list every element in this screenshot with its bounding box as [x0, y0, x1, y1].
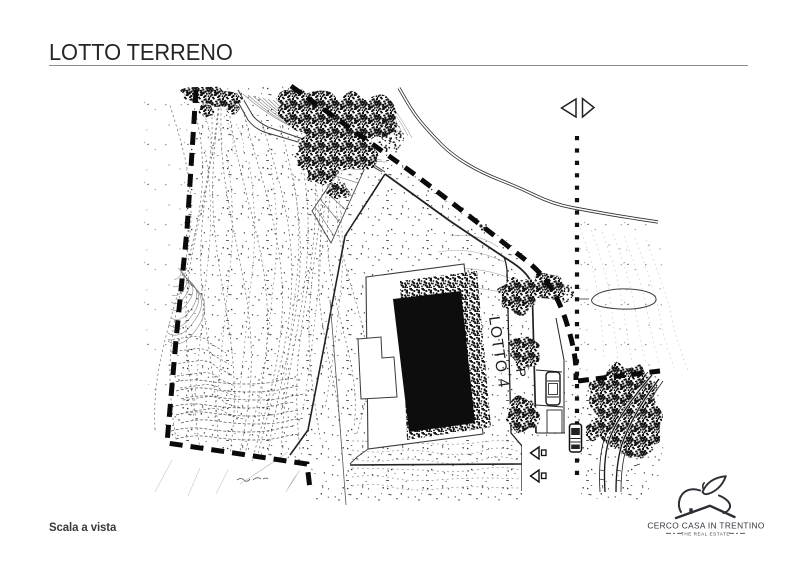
svg-text:CERCO CASA IN TRENTINO: CERCO CASA IN TRENTINO — [647, 520, 764, 530]
svg-text:THE REAL ESTATE: THE REAL ESTATE — [681, 532, 730, 537]
svg-text:P: P — [513, 367, 529, 378]
